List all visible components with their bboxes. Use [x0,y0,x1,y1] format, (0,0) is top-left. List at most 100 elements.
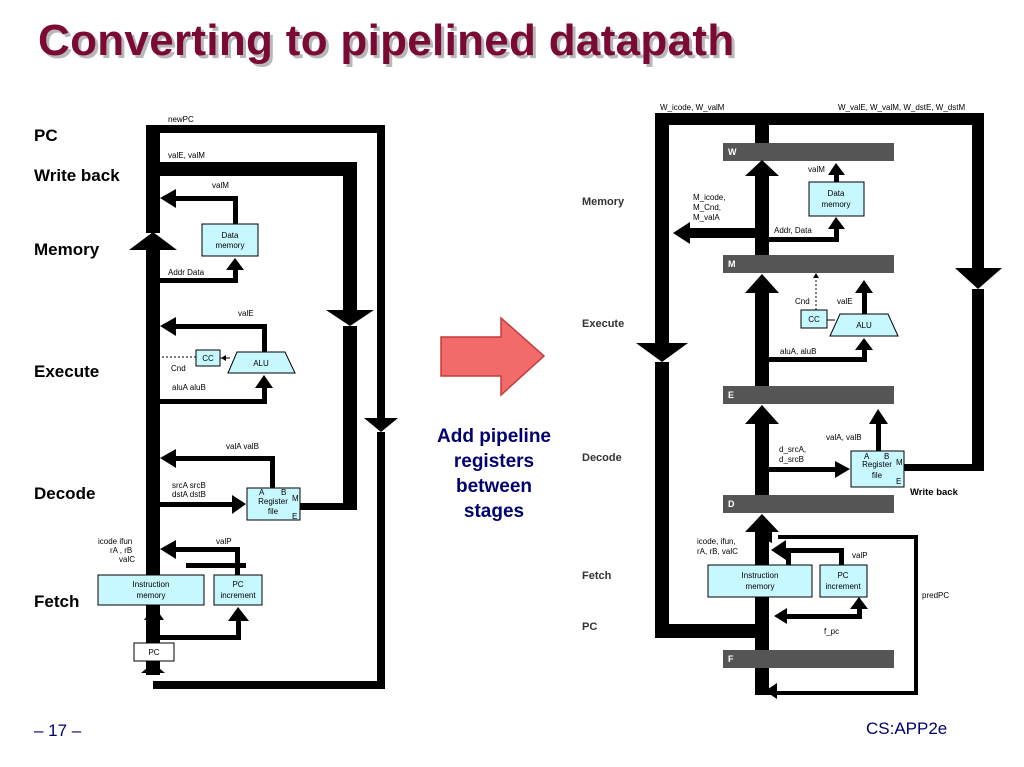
svg-text:Instruction: Instruction [133,580,170,589]
alu-block [227,351,296,374]
label-icode-ifun: icode ifun [98,537,132,546]
pipe-stage-pc: PC [582,621,597,633]
pipeline-register-d [723,495,894,513]
svg-text:A: A [259,488,265,497]
pipe-stage-fetch: Fetch [582,570,612,582]
pipe-alu-block [829,313,899,337]
pipeline-register-w [723,143,894,161]
svg-text:PC: PC [837,571,848,580]
svg-text:Addr, Data: Addr, Data [774,226,812,235]
svg-text:E: E [292,512,297,521]
pipe-instruction-memory-block [707,564,813,598]
svg-text:rA, rB, valC: rA, rB, valC [697,547,738,556]
data-memory-block [201,223,259,257]
sequential-datapath: PC Write back Memory Execute Decode Fetc… [34,115,398,689]
page-number: – 17 – [34,721,82,740]
svg-text:memory: memory [746,582,775,591]
svg-text:valM: valM [808,165,825,174]
svg-text:M: M [728,259,736,269]
label-dsta-dstb: dstA dstB [172,490,206,499]
label-newpc: newPC [168,115,194,124]
svg-text:Instruction: Instruction [742,571,779,580]
svg-text:M: M [292,494,299,503]
stage-label-execute: Execute [34,362,99,381]
svg-text:valE: valE [837,297,853,306]
bus-arrow-up [129,232,177,250]
svg-text:PC: PC [148,648,159,657]
label-srca-srcb: srcA srcB [172,481,206,490]
svg-text:valA, valB: valA, valB [826,433,862,442]
svg-text:icode, ifun,: icode, ifun, [697,537,736,546]
pipelined-datapath: Memory Execute Decode Fetch PC W_icode, … [582,103,1002,699]
pipe-register-file-block [850,450,905,488]
label-w-vale-etc: W_valE, W_valM, W_dstE, W_dstM [838,103,965,112]
main-bus [146,250,160,675]
pipeline-register-f [723,650,894,668]
svg-text:M_Cnd,: M_Cnd, [693,203,721,212]
pipe-stage-decode: Decode [582,452,622,464]
pipe-stage-memory: Memory [582,196,625,208]
label-cnd: Cnd [171,364,186,373]
label-write-back: Write back [910,487,959,498]
stage-label-write-back: Write back [34,166,120,185]
svg-text:memory: memory [137,591,166,600]
svg-text:file: file [872,471,883,480]
label-addr-data: Addr Data [168,268,205,277]
svg-text:W: W [728,147,737,157]
main-bus-upper [146,125,160,233]
label-vala-valb: valA valB [226,442,259,451]
pc-increment-block [213,574,263,606]
label-valp: valP [216,537,232,546]
pipeline-callout: Add pipeline registers between stages [437,426,551,522]
svg-text:M_icode,: M_icode, [693,193,725,202]
svg-text:E: E [728,390,734,400]
svg-text:f_pc: f_pc [824,627,839,636]
pipe-data-memory-block [808,181,865,217]
svg-text:aluA, aluB: aluA, aluB [780,347,816,356]
svg-text:Register: Register [258,497,288,506]
svg-text:file: file [268,507,279,516]
slide-title: Converting to pipelined datapath [38,16,735,65]
svg-text:increment: increment [825,582,861,591]
stage-label-pc: PC [34,126,58,145]
svg-text:increment: increment [220,591,256,600]
label-valc: valC [119,555,135,564]
course-label: CS:APP2e [866,719,948,738]
svg-text:valP: valP [852,551,868,560]
pipeline-register-e [723,386,894,404]
svg-text:CC: CC [808,315,820,324]
svg-text:d_srcA,: d_srcA, [779,445,806,454]
stage-label-decode: Decode [34,484,95,503]
svg-text:ALU: ALU [856,321,872,330]
svg-text:Cnd: Cnd [795,297,810,306]
svg-text:Register: Register [862,460,892,469]
svg-text:CC: CC [202,354,214,363]
svg-text:memory: memory [822,200,851,209]
svg-text:Data: Data [828,189,845,198]
svg-text:D: D [728,499,735,509]
svg-text:M: M [896,458,903,467]
label-alua-alub: aluA aluB [172,383,206,392]
svg-text:PC: PC [232,580,243,589]
pipeline-register-m [723,255,894,273]
svg-text:M_valA: M_valA [693,213,720,222]
conversion-arrow [440,316,546,397]
pc-register-block [133,642,175,662]
svg-text:A: A [864,452,870,461]
svg-text:predPC: predPC [922,591,949,600]
pipe-stage-execute: Execute [582,318,624,330]
svg-text:d_srcB: d_srcB [779,455,804,464]
label-ra-rb: rA , rB [110,546,132,555]
stage-label-memory: Memory [34,240,100,259]
label-vale: valE [238,309,254,318]
svg-text:ALU: ALU [253,359,269,368]
pipe-pc-increment-block [819,564,868,598]
label-vale-valm: valE, valM [168,151,205,160]
svg-text:B: B [281,488,286,497]
stage-label-fetch: Fetch [34,592,79,611]
svg-text:E: E [896,477,901,486]
svg-text:F: F [728,654,734,664]
pipe-cc-block [800,309,828,329]
svg-text:Data: Data [222,231,239,240]
